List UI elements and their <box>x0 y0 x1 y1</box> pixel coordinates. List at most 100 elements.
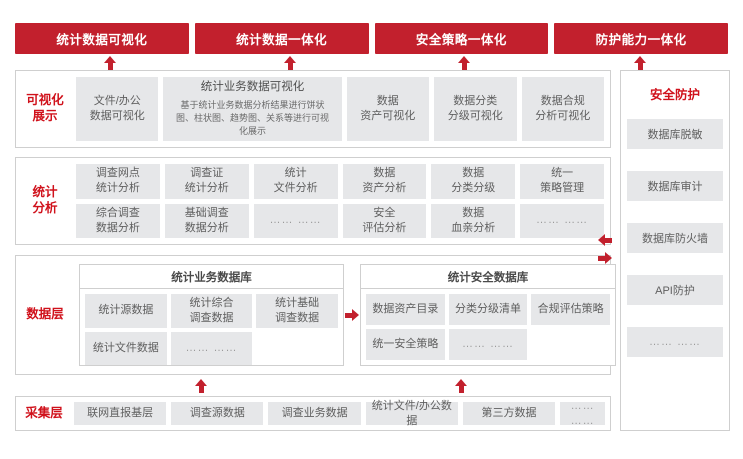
analysis-cell-8[interactable]: …… …… <box>253 203 338 238</box>
collection-layer-label: 采集层 <box>25 405 63 420</box>
analysis-cell-8-line1: …… …… <box>269 214 322 227</box>
analysis-cell-5[interactable]: 统一 策略管理 <box>520 164 604 199</box>
collection-cell-2[interactable]: 调查业务数据 <box>268 402 361 425</box>
db-security-cell-0[interactable]: 数据资产目录 <box>366 294 445 325</box>
analysis-cell-1-line2: 统计分析 <box>184 182 229 195</box>
analysis-cell-10-line2: 血亲分析 <box>451 221 496 234</box>
analysis-cell-5-line2: 策略管理 <box>540 182 585 195</box>
db-business-cell-3[interactable]: 统计文件数据 <box>85 331 167 366</box>
visualization-cell-2[interactable]: 数据 资产可视化 <box>346 77 430 141</box>
analysis-cell-4-line1: 数据 <box>462 167 485 180</box>
banner-item-1[interactable]: 统计数据一体化 <box>194 23 369 54</box>
analysis-cell-0-line1: 调查网点 <box>95 167 140 180</box>
analysis-cell-6[interactable]: 综合调查 数据分析 <box>76 203 160 238</box>
arrow-left-icon-security-link <box>598 234 612 247</box>
analysis-cell-9-line2: 评估分析 <box>362 221 407 234</box>
db-security-cell-2-line1: 合规评估策略 <box>537 303 604 316</box>
db-security-cell-4-line1: …… …… <box>461 338 515 351</box>
database-box-business-cells: 统计源数据 统计综合 调查数据 统计基础 调查数据 统计文件数据 …… …… <box>80 289 343 370</box>
visualization-layer-label: 可视化 展示 <box>16 71 74 147</box>
analysis-cell-3[interactable]: 数据 资产分析 <box>342 164 427 199</box>
security-item-2[interactable]: 数据库防火墙 <box>627 223 723 253</box>
collection-cells: 联网直报基层 调查源数据 调查业务数据 统计文件/办公数据 第三方数据 …… …… <box>74 400 605 427</box>
visualization-layer-panel: 可视化 展示 文件/办公 数据可视化 统计业务数据可视化 基于统计业务数据分析结… <box>15 70 611 148</box>
analysis-cell-5-line1: 统一 <box>551 167 574 180</box>
visualization-cell-0[interactable]: 文件/办公 数据可视化 <box>76 77 159 141</box>
analysis-cell-2[interactable]: 统计 文件分析 <box>253 164 338 199</box>
collection-cell-3[interactable]: 统计文件/办公数据 <box>365 400 458 427</box>
db-security-cell-2[interactable]: 合规评估策略 <box>531 294 610 325</box>
analysis-cell-7-line1: 基础调查 <box>184 206 229 219</box>
visualization-cell-4[interactable]: 数据合规 分析可视化 <box>521 77 605 141</box>
visualization-cell-3-line1: 数据分类 <box>453 95 498 108</box>
visualization-cell-4-line1: 数据合规 <box>540 95 585 108</box>
banner-item-0[interactable]: 统计数据可视化 <box>15 23 189 54</box>
analysis-cell-4-line2: 分类分级 <box>451 182 496 195</box>
analysis-layer-label-line1: 统计 <box>32 185 58 200</box>
visualization-cell-1[interactable]: 统计业务数据可视化 基于统计业务数据分析结果进行饼状图、柱状图、趋势图、关系等进… <box>163 77 342 141</box>
security-item-1[interactable]: 数据库审计 <box>627 171 723 201</box>
collection-cell-4[interactable]: 第三方数据 <box>462 402 556 425</box>
analysis-cell-10[interactable]: 数据 血亲分析 <box>431 203 516 238</box>
db-security-cell-1[interactable]: 分类分级清单 <box>448 294 528 325</box>
analysis-cell-1-line1: 调查证 <box>190 167 224 180</box>
db-business-cell-5 <box>256 332 338 366</box>
db-business-cell-1-line1: 统计综合 <box>189 297 234 309</box>
arrow-up-icon-banner-1 <box>284 56 297 70</box>
analysis-cell-4[interactable]: 数据 分类分级 <box>431 164 516 199</box>
db-business-cell-4[interactable]: …… …… <box>170 331 253 366</box>
collection-cell-1[interactable]: 调查源数据 <box>171 402 264 425</box>
visualization-cells: 文件/办公 数据可视化 统计业务数据可视化 基于统计业务数据分析结果进行饼状图、… <box>76 77 605 141</box>
visualization-cell-3[interactable]: 数据分类 分级可视化 <box>434 77 517 141</box>
collection-cell-0[interactable]: 联网直报基层 <box>74 402 167 425</box>
visualization-layer-label-line2: 展示 <box>32 109 58 123</box>
analysis-cell-2-line1: 统计 <box>284 167 307 180</box>
database-box-security: 统计安全数据库 数据资产目录 分类分级清单 合规评估策略 统一安全策略 …… …… <box>360 264 616 366</box>
security-protection-title: 安全防护 <box>649 88 700 102</box>
analysis-cell-10-line1: 数据 <box>462 206 485 219</box>
analysis-cell-3-line1: 数据 <box>373 167 396 180</box>
arrow-up-icon-banner-0 <box>104 56 117 70</box>
analysis-layer-label-line2: 分析 <box>32 201 58 215</box>
db-security-cell-3-line1: 统一安全策略 <box>372 338 439 351</box>
security-item-0[interactable]: 数据库脱敏 <box>627 119 723 149</box>
security-protection-panel: 安全防护 数据库脱敏 数据库审计 数据库防火墙 API防护 …… …… <box>620 70 730 431</box>
security-item-4[interactable]: …… …… <box>627 327 723 357</box>
collection-layer-panel: 采集层 联网直报基层 调查源数据 调查业务数据 统计文件/办公数据 第三方数据 … <box>15 396 611 431</box>
arrow-right-icon-between-databases <box>345 309 359 322</box>
database-box-security-title: 统计安全数据库 <box>361 265 615 289</box>
db-business-cell-1[interactable]: 统计综合 调查数据 <box>170 294 253 328</box>
analysis-layer-panel: 统计 分析 调查网点 统计分析 调查证 统计分析 统计 文件分析 数据 资产分析… <box>15 157 611 245</box>
db-business-cell-4-line1: …… …… <box>185 342 238 355</box>
analysis-cell-11[interactable]: …… …… <box>520 203 604 238</box>
db-business-cell-0-line1: 统计源数据 <box>98 304 154 317</box>
analysis-cell-7[interactable]: 基础调查 数据分析 <box>164 203 249 238</box>
analysis-cell-9[interactable]: 安全 评估分析 <box>342 203 427 238</box>
visualization-cell-0-line2: 数据可视化 <box>89 110 145 122</box>
banner-item-3[interactable]: 防护能力一体化 <box>554 23 728 54</box>
collection-cell-5[interactable]: …… …… <box>560 400 605 427</box>
analysis-cell-6-line1: 综合调查 <box>95 206 140 219</box>
db-business-cell-2[interactable]: 统计基础 调查数据 <box>256 294 338 328</box>
arrow-up-icon-collection-0 <box>195 379 208 393</box>
db-security-cell-1-line1: 分类分级清单 <box>454 303 521 316</box>
banner-item-2[interactable]: 安全策略一体化 <box>374 23 549 54</box>
db-security-cell-4[interactable]: …… …… <box>448 329 528 360</box>
analysis-cell-0[interactable]: 调查网点 统计分析 <box>76 164 160 199</box>
arrow-right-icon-security-link <box>598 252 612 265</box>
db-security-cell-3[interactable]: 统一安全策略 <box>366 329 445 360</box>
data-layer-panel: 数据层 统计业务数据库 统计源数据 统计综合 调查数据 统计基础 调查数据 统计… <box>15 255 616 375</box>
arrow-up-icon-banner-2 <box>458 56 471 70</box>
visualization-cell-3-line2: 分级可视化 <box>447 110 503 122</box>
security-item-3[interactable]: API防护 <box>627 275 723 305</box>
analysis-layer-label: 统计 分析 <box>16 158 74 244</box>
db-business-cell-3-line1: 统计文件数据 <box>92 342 159 355</box>
analysis-cell-2-line2: 文件分析 <box>273 182 318 195</box>
arrow-up-icon-collection-1 <box>455 379 468 393</box>
db-business-cell-0[interactable]: 统计源数据 <box>85 294 167 328</box>
analysis-cell-3-line2: 资产分析 <box>362 182 407 195</box>
analysis-cell-1[interactable]: 调查证 统计分析 <box>164 164 249 199</box>
database-box-business-title: 统计业务数据库 <box>80 265 343 289</box>
database-box-business: 统计业务数据库 统计源数据 统计综合 调查数据 统计基础 调查数据 统计文件数据… <box>79 264 344 366</box>
